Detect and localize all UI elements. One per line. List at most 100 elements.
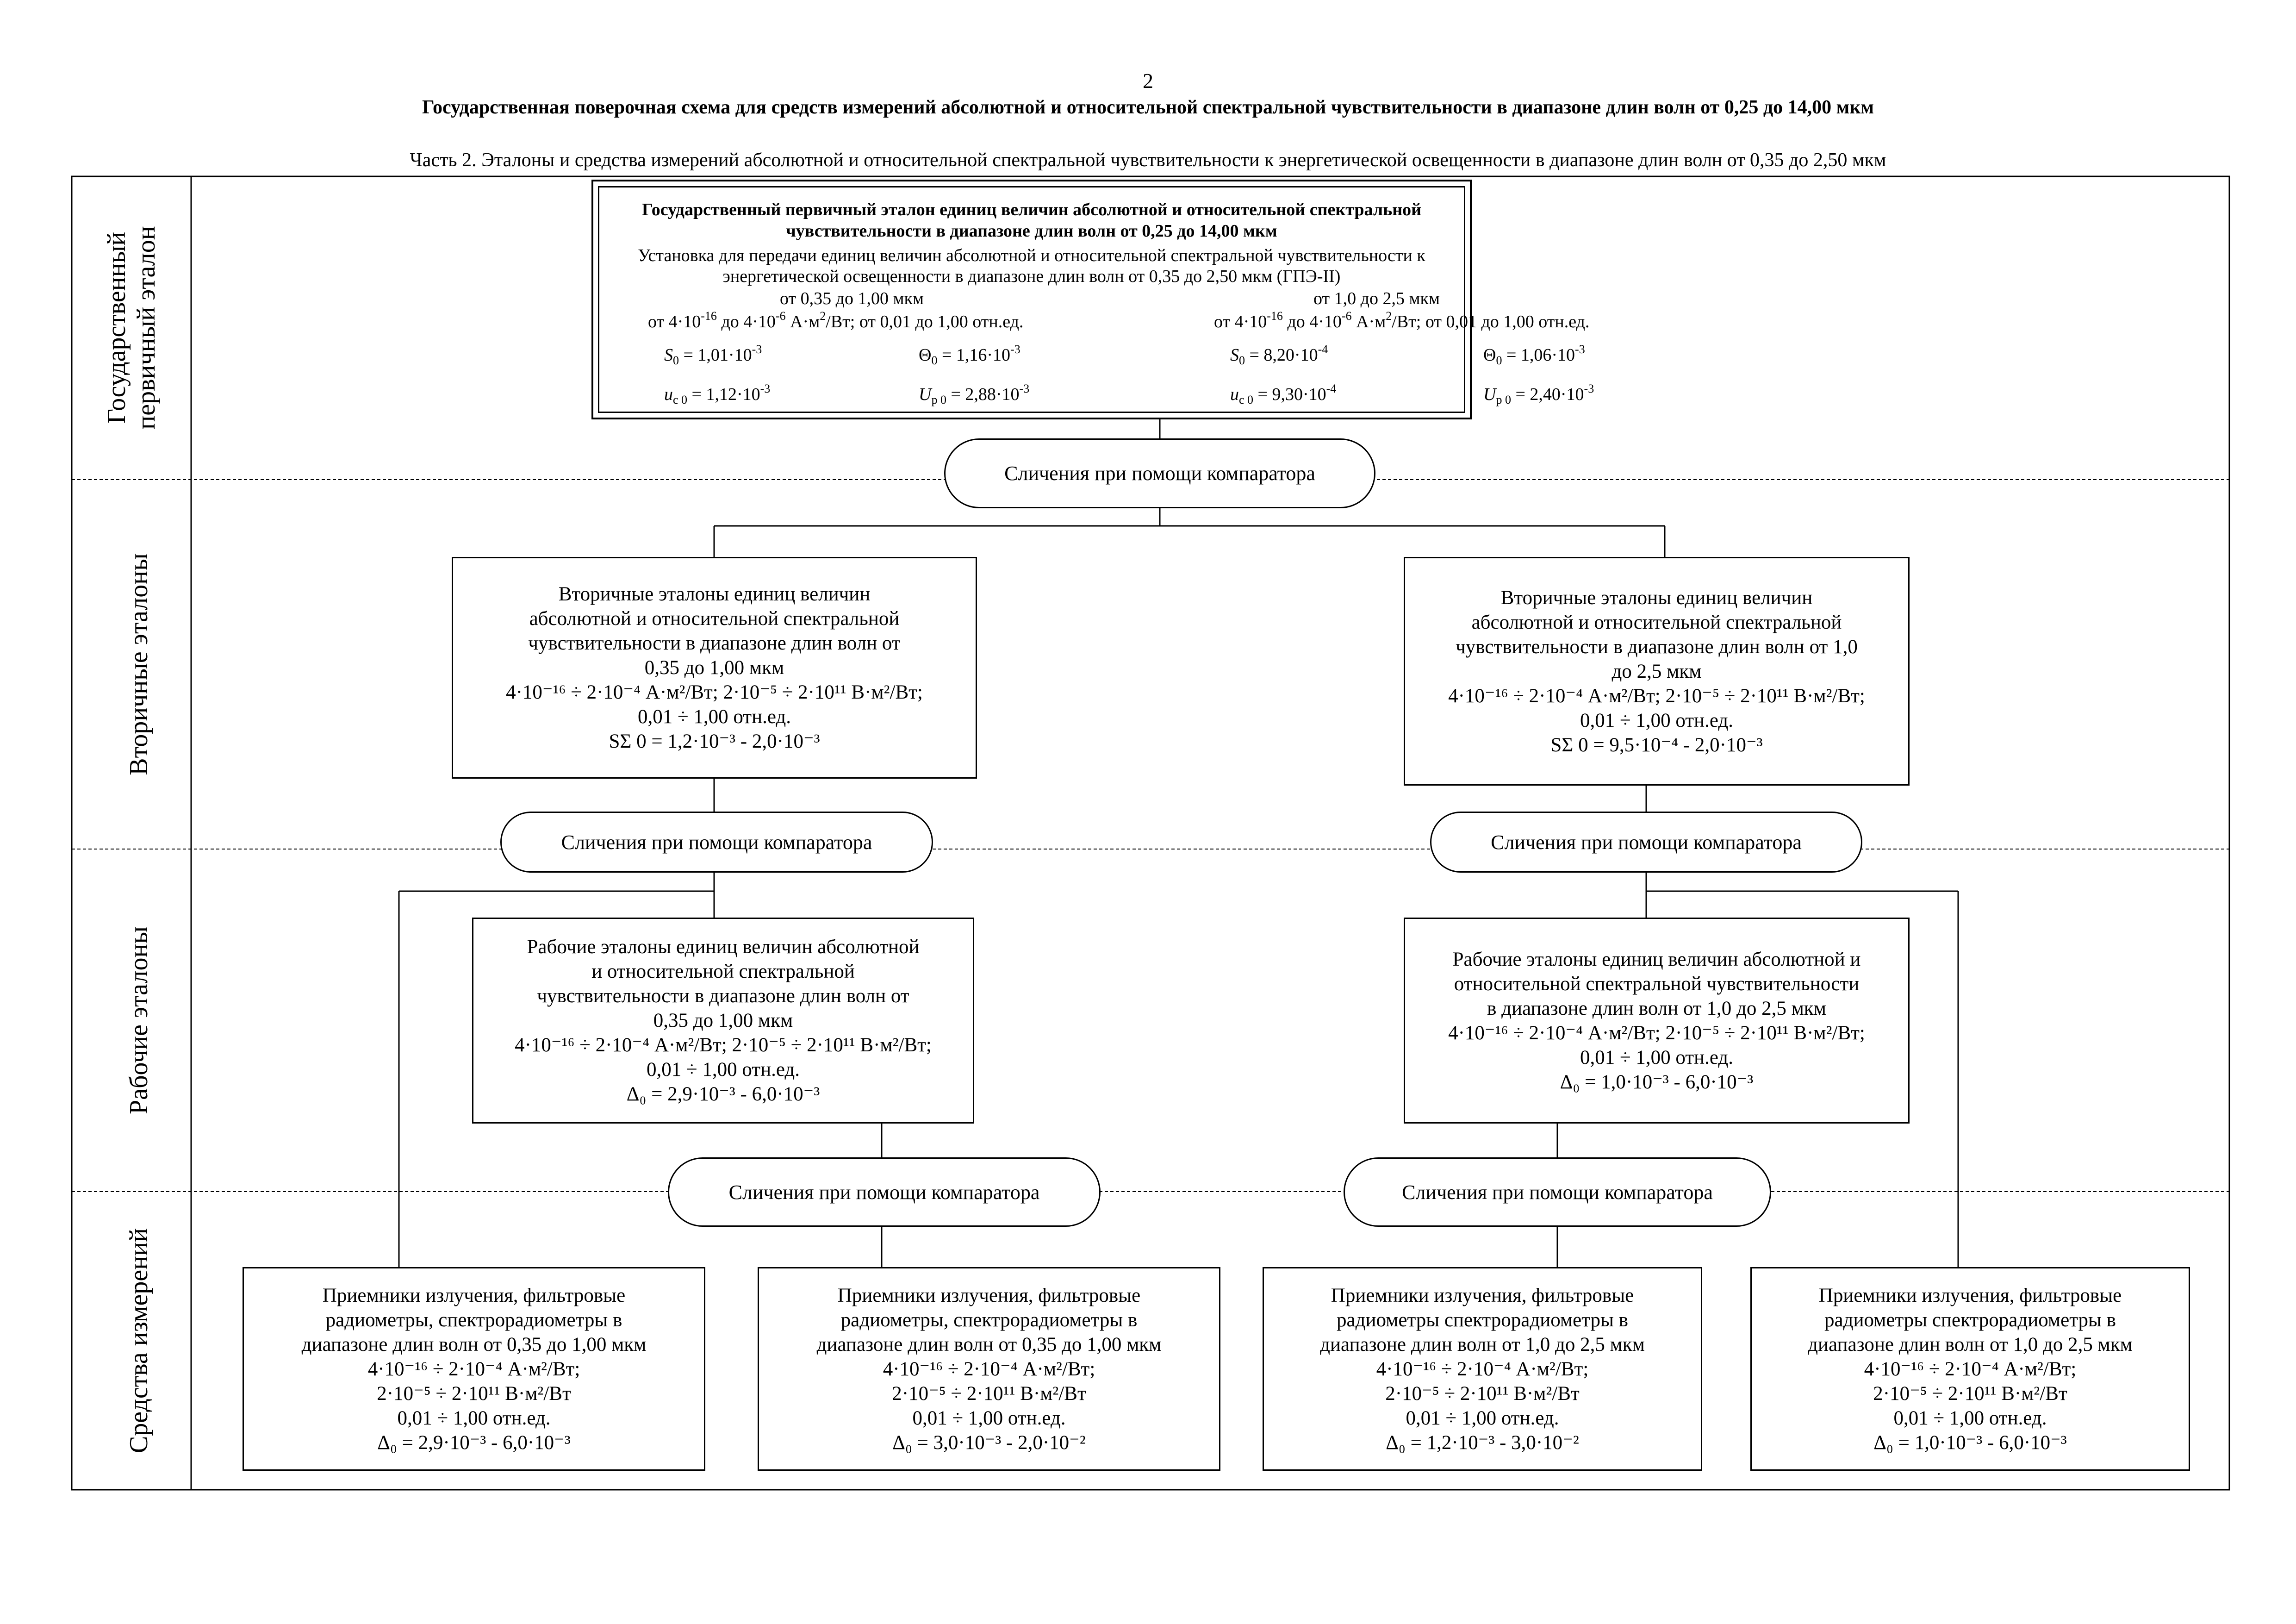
- box-text-line: Приемники излучения, фильтровые: [1331, 1284, 1634, 1306]
- value-fragment: 0: [931, 354, 938, 367]
- value-fragment: p 0: [1496, 393, 1511, 406]
- box-text-line: 0,01 ÷ 1,00 отн.ед.: [1893, 1407, 2047, 1429]
- value-fragment: U: [919, 385, 932, 404]
- value-fragment: = 1,16·10: [937, 345, 1011, 365]
- value-fragment: = 8,20·10: [1245, 345, 1318, 365]
- page-number: 2: [1143, 69, 1153, 93]
- value-fragment: -6: [775, 309, 786, 323]
- box-text-line: Приемники излучения, фильтровые: [837, 1284, 1141, 1306]
- box-text-line: 0,35 до 1,00 мкм: [644, 657, 784, 679]
- value-fragment: -3: [1584, 382, 1594, 395]
- box-text-line: 0,01 ÷ 1,00 отн.ед.: [912, 1407, 1066, 1429]
- value-fragment: -16: [1267, 309, 1283, 323]
- value-fragment: c 0: [1239, 393, 1254, 406]
- primary-left-range: от 0,35 до 1,00 мкм: [780, 289, 924, 308]
- box-text-line: 0,01 ÷ 1,00 отн.ед.: [1580, 709, 1733, 731]
- row-label-instruments: Средства измерений: [124, 1228, 153, 1454]
- box-text-line: Δ₀ = 2,9·10⁻³ - 6,0·10⁻³: [626, 1083, 820, 1105]
- value-fragment: 0: [673, 354, 679, 367]
- box-text-line: 2·10⁻⁵ ÷ 2·10¹¹ В·м²/Вт: [377, 1382, 571, 1405]
- primary-left-theta: Θ0 = 1,16·10-3: [919, 343, 1020, 367]
- primary-right-S: S0 = 8,20·10-4: [1230, 343, 1328, 367]
- primary-right-range: от 1,0 до 2,5 мкм: [1313, 289, 1440, 308]
- primary-title-line1: Государственный первичный эталон единиц …: [641, 200, 1422, 219]
- value-fragment: S: [1230, 345, 1239, 365]
- row-label-primary: Государственный первичный эталон: [102, 226, 161, 429]
- value-fragment: -4: [1326, 382, 1337, 395]
- value-fragment: -16: [701, 309, 717, 323]
- box-text-line: 0,35 до 1,00 мкм: [653, 1010, 793, 1031]
- box-text-line: Приемники излучения, фильтровые: [322, 1284, 626, 1306]
- box-text-line: Рабочие эталоны единиц величин абсолютно…: [527, 936, 920, 958]
- row-label-primary-line2: первичный эталон: [132, 226, 161, 430]
- primary-left-U: Up 0 = 2,88·10-3: [919, 382, 1029, 406]
- box-text-line: 4·10⁻¹⁶ ÷ 2·10⁻⁴ А·м²/Вт; 2·10⁻⁵ ÷ 2·10¹…: [515, 1034, 932, 1056]
- primary-left-u: uc 0 = 1,12·10-3: [664, 382, 770, 406]
- value-fragment: = 1,12·10: [687, 385, 760, 404]
- box-text-line: Δ₀ = 1,2·10⁻³ - 3,0·10⁻²: [1386, 1431, 1579, 1454]
- box-text-line: 4·10⁻¹⁶ ÷ 2·10⁻⁴ А·м²/Вт;: [1376, 1358, 1589, 1380]
- box-text-line: Δ₀ = 1,0·10⁻³ - 6,0·10⁻³: [1873, 1431, 2067, 1454]
- box-text-line: 4·10⁻¹⁶ ÷ 2·10⁻⁴ А·м²/Вт; 2·10⁻⁵ ÷ 2·10¹…: [1448, 1022, 1865, 1044]
- value-fragment: /Вт; от 0,01 до 1,00 отн.ед.: [1392, 312, 1590, 331]
- primary-left-S: S0 = 1,01·10-3: [664, 343, 762, 367]
- box-text-line: 2·10⁻⁵ ÷ 2·10¹¹ В·м²/Вт: [892, 1382, 1086, 1405]
- box-text-line: Рабочие эталоны единиц величин абсолютно…: [1452, 948, 1861, 970]
- box-text-line: 4·10⁻¹⁶ ÷ 2·10⁻⁴ А·м²/Вт;: [367, 1358, 580, 1380]
- box-text-line: чувствительности в диапазоне длин волн о…: [537, 985, 909, 1007]
- primary-standard-box: Государственный первичный эталон единиц …: [591, 180, 1594, 419]
- box-text-line: Вторичные эталоны единиц величин: [558, 583, 871, 605]
- value-fragment: -6: [1341, 309, 1352, 323]
- box-text-line: абсолютной и относительной спектральной: [1471, 611, 1842, 633]
- value-fragment: от 4·10: [1214, 312, 1267, 331]
- box-text-line: 0,01 ÷ 1,00 отн.ед.: [647, 1059, 800, 1081]
- box-text-line: диапазоне длин волн от 0,35 до 1,00 мкм: [301, 1333, 647, 1355]
- box-text-line: 2·10⁻⁵ ÷ 2·10¹¹ В·м²/Вт: [1385, 1382, 1580, 1405]
- value-fragment: 0: [1239, 354, 1245, 367]
- box-text-line: чувствительности в диапазоне длин волн о…: [1456, 636, 1858, 658]
- box-text-line: 4·10⁻¹⁶ ÷ 2·10⁻⁴ А·м²/Вт;: [883, 1358, 1095, 1380]
- comparator-oval-secondary-right: Сличения при помощи компаратора: [1430, 812, 1862, 873]
- value-fragment: -3: [1575, 343, 1585, 356]
- box-text-line: SΣ 0 = 9,5·10⁻⁴ - 2,0·10⁻³: [1550, 734, 1763, 756]
- instrument-box-3: Приемники излучения, фильтровые радиометр…: [1263, 1267, 1702, 1471]
- comparator-oval-working-left: Сличения при помощи компаратора: [668, 1157, 1101, 1227]
- row-label-working: Рабочие эталоны: [124, 926, 153, 1115]
- box-text-line: 0,01 ÷ 1,00 отн.ед.: [1580, 1046, 1733, 1068]
- value-fragment: А·м: [1351, 312, 1386, 331]
- comparator-oval-secondary-left: Сличения при помощи компаратора: [500, 812, 933, 873]
- box-text-line: Δ₀ = 2,9·10⁻³ - 6,0·10⁻³: [377, 1431, 571, 1454]
- box-text-line: чувствительности в диапазоне длин волн о…: [528, 632, 901, 654]
- row-label-secondary: Вторичные эталоны: [124, 553, 153, 775]
- box-text-line: относительной спектральной чувствительно…: [1454, 973, 1860, 995]
- primary-right-theta: Θ0 = 1,06·10-3: [1483, 343, 1585, 367]
- box-text-line: Δ₀ = 3,0·10⁻³ - 2,0·10⁻²: [892, 1431, 1086, 1454]
- box-text-line: радиометры спектрорадиометры в: [1337, 1309, 1628, 1331]
- box-text-line: радиометры, спектрорадиометры в: [325, 1309, 622, 1331]
- box-text-line: диапазоне длин волн от 0,35 до 1,00 мкм: [816, 1333, 1162, 1355]
- value-fragment: до 4·10: [716, 312, 776, 331]
- value-fragment: 0: [1496, 354, 1502, 367]
- value-fragment: S: [664, 345, 673, 365]
- value-fragment: = 1,06·10: [1502, 345, 1575, 365]
- box-text-line: 0,01 ÷ 1,00 отн.ед.: [638, 706, 791, 728]
- value-fragment: U: [1483, 385, 1496, 404]
- box-text-line: 0,01 ÷ 1,00 отн.ед.: [397, 1407, 551, 1429]
- box-text-line: 2·10⁻⁵ ÷ 2·10¹¹ В·м²/Вт: [1873, 1382, 2067, 1405]
- primary-right-U: Up 0 = 2,40·10-3: [1483, 382, 1594, 406]
- primary-right-units: от 4·10-16 до 4·10-6 А·м2/Вт; от 0,01 до…: [1214, 309, 1590, 332]
- primary-install-line1: Установка для передачи единиц величин аб…: [638, 246, 1425, 265]
- box-text-line: диапазоне длин волн от 1,0 до 2,5 мкм: [1320, 1333, 1645, 1355]
- value-fragment: = 2,40·10: [1511, 385, 1584, 404]
- value-fragment: -3: [752, 343, 762, 356]
- working-standard-right: Рабочие эталоны единиц величин абсолютно…: [1404, 918, 1910, 1124]
- box-text-line: до 2,5 мкм: [1612, 660, 1702, 682]
- instrument-box-1: Приемники излучения, фильтровые радиометр…: [243, 1267, 705, 1471]
- primary-title-line2: чувствительности в диапазоне длин волн о…: [786, 221, 1277, 241]
- box-text-line: в диапазоне длин волн от 1,0 до 2,5 мкм: [1487, 997, 1826, 1019]
- value-fragment: Θ: [1483, 345, 1496, 365]
- comparator-oval-working-right: Сличения при помощи компаратора: [1344, 1157, 1771, 1227]
